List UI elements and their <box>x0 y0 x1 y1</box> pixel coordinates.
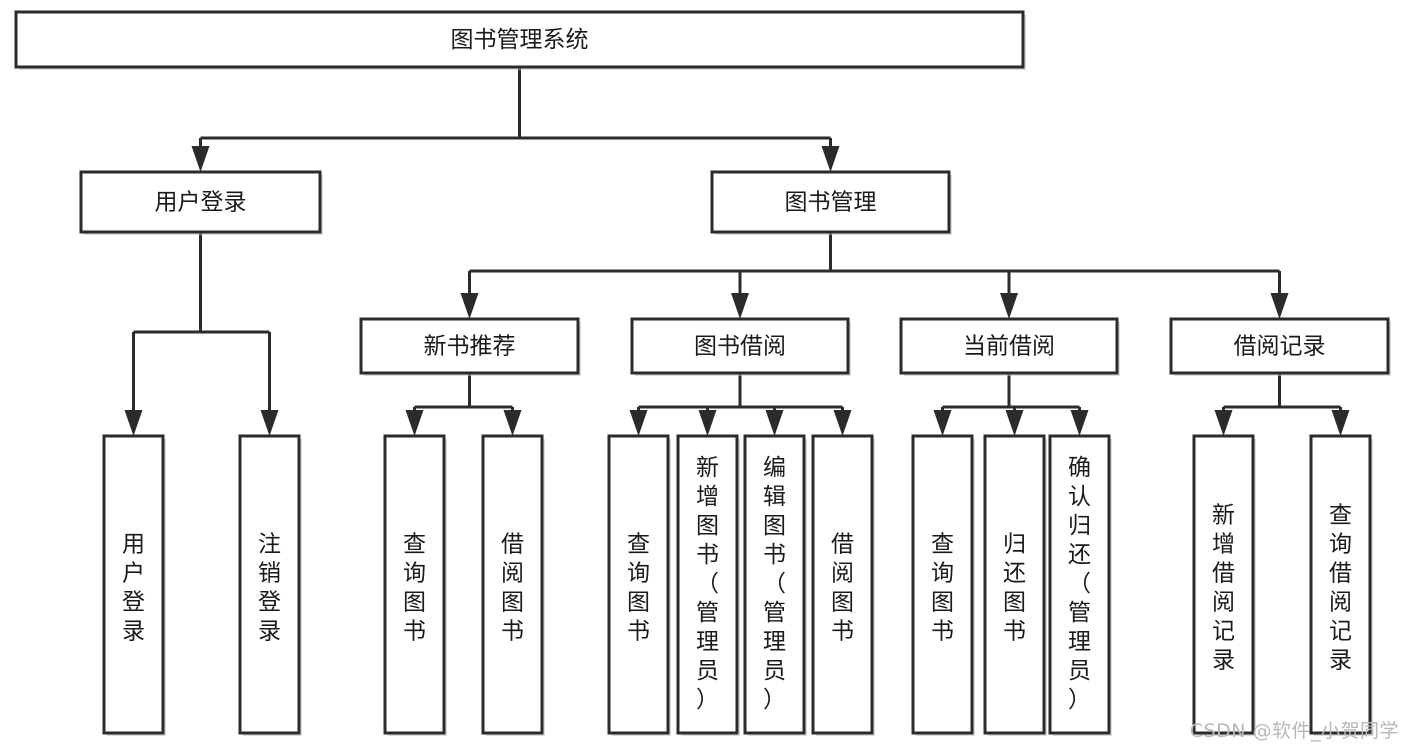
node-leaf-user-logout[interactable]: 注销登录 <box>238 434 302 736</box>
node-box[interactable] <box>14 10 1025 69</box>
node-box[interactable] <box>238 434 301 735</box>
node-label: 借阅图书 <box>831 531 854 644</box>
node-box[interactable] <box>1309 434 1372 735</box>
node-box[interactable] <box>743 434 806 735</box>
node-label: 图书借阅 <box>694 334 786 360</box>
node-box[interactable] <box>676 434 739 735</box>
node-label: 确认归还（管理员） <box>1068 455 1091 713</box>
node-label: 借阅记录 <box>1234 334 1326 360</box>
node-leaf-query-book-2[interactable]: 查询图书 <box>607 434 671 736</box>
node-leaf-add-book[interactable]: 新增图书（管理员） <box>676 434 740 736</box>
node-leaf-query-book-3[interactable]: 查询图书 <box>911 434 975 736</box>
node-box[interactable] <box>1192 434 1255 735</box>
node-label: 用户登录 <box>122 531 145 644</box>
node-label: 注销登录 <box>258 531 281 644</box>
node-label: 图书管理 <box>785 190 877 216</box>
node-new-book-rec[interactable]: 新书推荐 <box>359 317 581 376</box>
node-label: 新增图书（管理员） <box>696 455 719 713</box>
node-box[interactable] <box>1169 317 1390 375</box>
node-label: 归还图书 <box>1003 531 1026 644</box>
node-leaf-borrow-book-2[interactable]: 借阅图书 <box>811 434 875 736</box>
node-box[interactable] <box>79 170 322 234</box>
node-label: 当前借阅 <box>963 334 1055 360</box>
node-box[interactable] <box>911 434 974 735</box>
node-box[interactable] <box>710 170 951 234</box>
node-book-manage[interactable]: 图书管理 <box>710 170 952 235</box>
node-user-login[interactable]: 用户登录 <box>79 170 323 235</box>
watermark-text: CSDN @软件_小贺同学 <box>1189 720 1399 742</box>
node-box[interactable] <box>359 317 580 375</box>
node-label: 新书推荐 <box>424 334 516 360</box>
node-leaf-query-book-1[interactable]: 查询图书 <box>383 434 447 736</box>
node-leaf-confirm-return[interactable]: 确认归还（管理员） <box>1048 434 1112 736</box>
node-box[interactable] <box>983 434 1046 735</box>
node-box[interactable] <box>383 434 446 735</box>
node-root[interactable]: 图书管理系统 <box>14 10 1026 70</box>
node-box[interactable] <box>481 434 544 735</box>
connector-layer <box>124 67 1350 436</box>
node-label: 查询借阅记录 <box>1329 502 1352 673</box>
node-label: 查询图书 <box>627 531 650 644</box>
node-borrow-record[interactable]: 借阅记录 <box>1169 317 1391 376</box>
node-book-borrow[interactable]: 图书借阅 <box>630 317 851 376</box>
node-label: 编辑图书（管理员） <box>763 455 786 713</box>
node-box[interactable] <box>899 317 1119 375</box>
node-label: 借阅图书 <box>501 531 524 644</box>
node-box[interactable] <box>630 317 850 375</box>
node-box[interactable] <box>102 434 165 735</box>
node-leaf-borrow-book-1[interactable]: 借阅图书 <box>481 434 545 736</box>
node-leaf-return-book[interactable]: 归还图书 <box>983 434 1047 736</box>
node-leaf-add-record[interactable]: 新增借阅记录 <box>1192 434 1256 736</box>
node-label: 新增借阅记录 <box>1212 502 1235 673</box>
node-leaf-user-login[interactable]: 用户登录 <box>102 434 166 736</box>
node-label: 图书管理系统 <box>451 27 589 53</box>
node-leaf-edit-book[interactable]: 编辑图书（管理员） <box>743 434 807 736</box>
node-box[interactable] <box>811 434 874 735</box>
node-current-borrow[interactable]: 当前借阅 <box>899 317 1120 376</box>
node-leaf-query-record[interactable]: 查询借阅记录 <box>1309 434 1373 736</box>
node-box[interactable] <box>607 434 670 735</box>
node-label: 查询图书 <box>931 531 954 644</box>
node-label: 查询图书 <box>403 531 426 644</box>
node-label: 用户登录 <box>155 190 247 216</box>
node-layer: 图书管理系统用户登录图书管理新书推荐图书借阅当前借阅借阅记录用户登录注销登录查询… <box>14 10 1391 736</box>
node-box[interactable] <box>1048 434 1111 735</box>
